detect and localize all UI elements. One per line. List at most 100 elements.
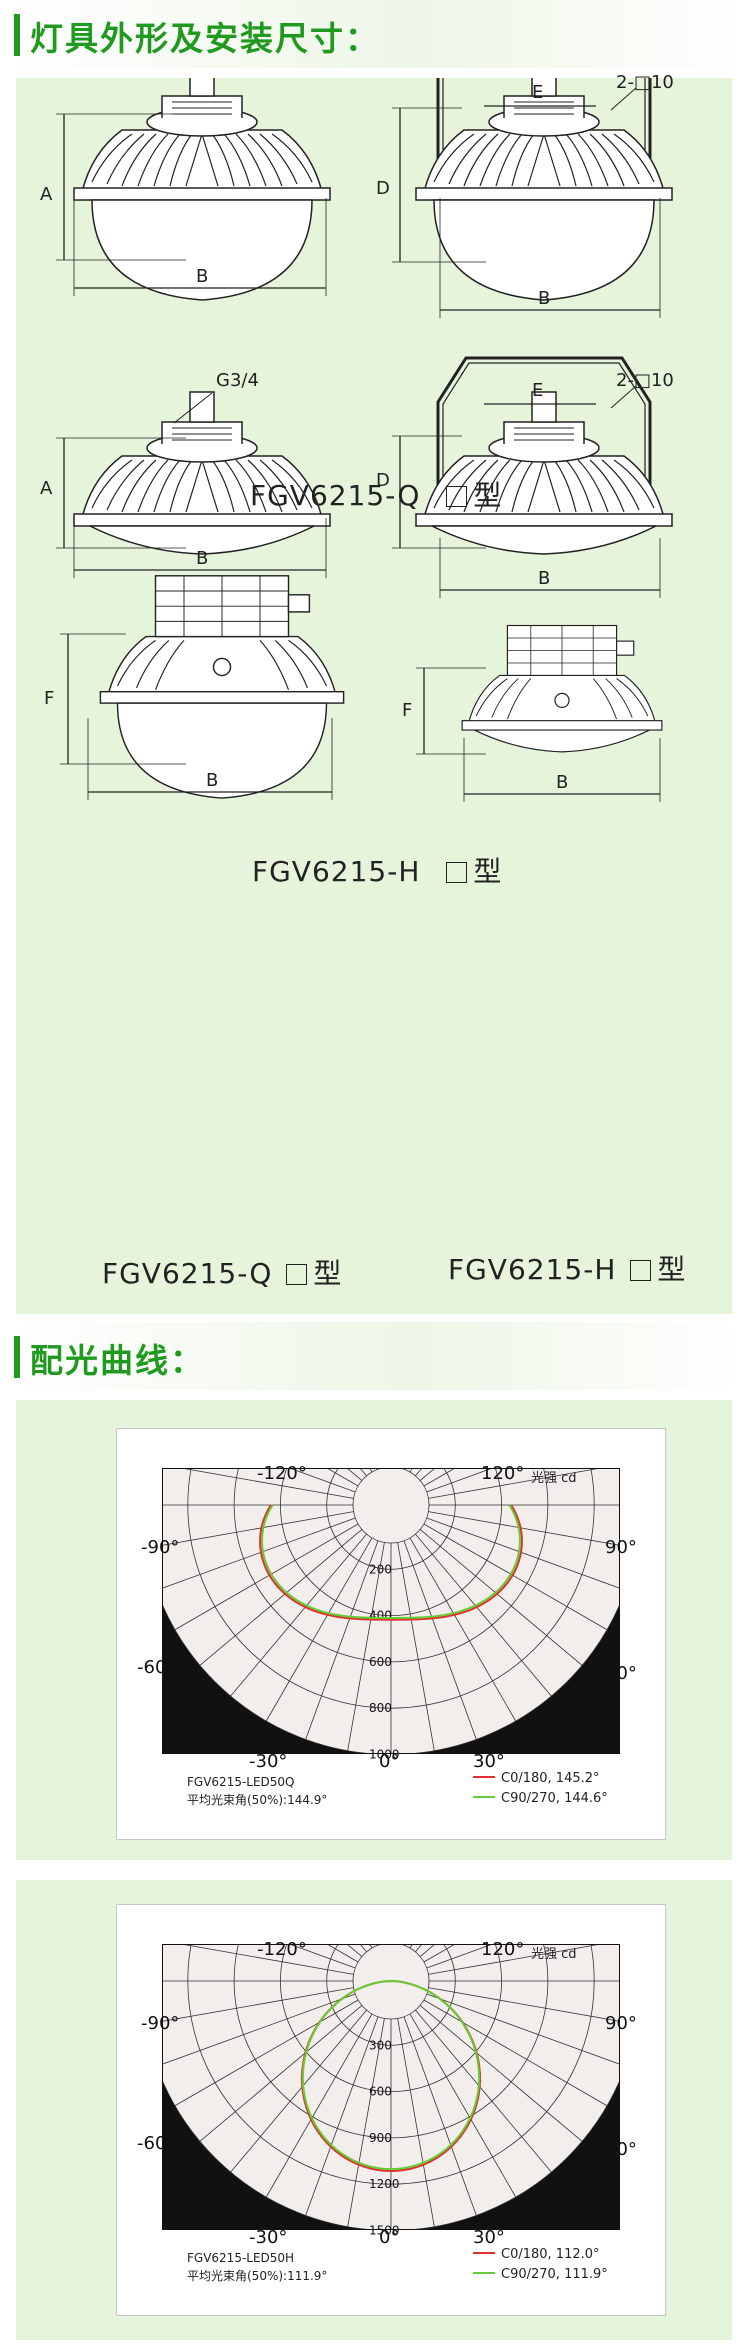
polar-spoke <box>415 1533 553 1697</box>
dim-label-d: D <box>376 470 390 491</box>
polar-spoke <box>163 1987 354 2022</box>
legend-c0: C0/180, 145.2° <box>473 1771 600 1786</box>
model-label: FGV6215-LED50Q <box>187 1775 295 1789</box>
beam-angle-label: 平均光束角(50%):144.9° <box>187 1793 328 1807</box>
polar-spoke <box>348 1429 385 1468</box>
polar-spoke <box>403 1945 405 1946</box>
checkbox-glyph <box>446 486 468 507</box>
polar-spoke <box>290 1945 356 1969</box>
dim-label-b: B <box>556 772 569 793</box>
polar-spoke <box>415 2009 553 2173</box>
ring-value-label: 200 <box>369 1562 392 1576</box>
ring-value-label: 300 <box>369 2038 392 2052</box>
legend-swatch <box>473 2252 495 2254</box>
dim-label-d: D <box>376 178 390 199</box>
polar-spoke <box>409 2013 517 2198</box>
angle-label: -120° <box>257 1463 307 1484</box>
section-title: 配光曲线： <box>30 1341 205 1380</box>
angle-label: -120° <box>257 1939 307 1960</box>
polar-spoke <box>163 1511 354 1546</box>
section-header-dimensions: 灯具外形及安装尺寸： <box>0 0 750 68</box>
polar-spoke <box>426 1945 492 1969</box>
ring-value-label: 1500 <box>369 2223 400 2237</box>
polar-spoke <box>290 1469 356 1493</box>
polar-spoke <box>377 1469 379 1470</box>
polar-spoke <box>348 1905 385 1944</box>
angle-label: 120° <box>481 1463 525 1484</box>
dim-label-b: B <box>538 568 551 589</box>
polar-spoke <box>199 1529 363 1667</box>
polar-spoke <box>428 1469 598 1499</box>
angle-label: 0° <box>379 2227 400 2248</box>
polar-spoke <box>428 1511 619 1546</box>
angle-label: 0° <box>379 1751 400 1772</box>
polar-spoke <box>174 1999 359 2107</box>
unit-label: 光强 cd <box>531 1471 577 1486</box>
polar-spoke <box>426 1517 619 1589</box>
section-header-light-distribution: 配光曲线： <box>0 1322 750 1390</box>
polar-spoke <box>426 1469 492 1493</box>
legend-swatch <box>473 1796 495 1798</box>
legend-swatch <box>473 1776 495 1778</box>
polar-spoke <box>229 2009 367 2173</box>
thread-label: G3/4 <box>216 370 259 391</box>
curve-c90 <box>261 1504 521 1619</box>
ring-value-label: 600 <box>369 2085 392 2099</box>
model-name: FGV6215-Q <box>102 1257 273 1290</box>
legend-swatch <box>473 2272 495 2274</box>
polar-spoke <box>428 1987 619 2022</box>
polar-spoke <box>398 1905 435 1944</box>
dim-label-b: B <box>196 266 209 287</box>
polar-spoke <box>419 1529 583 1667</box>
ring-value-label: 600 <box>369 1655 392 1669</box>
beam-angle-label: 平均光束角(50%):111.9° <box>187 2269 328 2283</box>
polar-spoke <box>347 1542 385 1752</box>
angle-label: -30° <box>249 2227 288 2248</box>
polar-spoke <box>163 1993 356 2065</box>
model-suffix: 型 <box>473 479 503 512</box>
checkbox-glyph <box>446 862 468 883</box>
polar-spoke <box>305 2016 379 2217</box>
model-suffix: 型 <box>473 855 503 888</box>
dimension-panel: A B D B E 2-□10 A B G3/4 D B E 2-□10 F B… <box>16 72 732 1314</box>
hole-label: 2-□10 <box>616 72 674 93</box>
checkbox-glyph <box>286 1264 308 1285</box>
dim-label-a: A <box>40 184 53 205</box>
unit-label: 光强 cd <box>531 1947 577 1962</box>
ring-value-label: 1200 <box>369 2177 400 2191</box>
polar-spoke <box>305 1540 379 1741</box>
polar-spoke <box>409 1537 517 1722</box>
dim-label-b: B <box>538 288 551 309</box>
polar-spoke <box>397 2018 435 2228</box>
angle-label: -30° <box>249 1751 288 1772</box>
polar-spoke <box>403 1469 405 1470</box>
polar-spoke <box>423 1523 608 1631</box>
ring-value-label: 800 <box>369 1701 392 1715</box>
polar-spoke <box>419 2005 583 2143</box>
model-suffix: 型 <box>657 1253 687 1286</box>
dim-label-b: B <box>196 548 209 569</box>
polar-spoke <box>377 1945 379 1946</box>
legend-text: C0/180, 112.0° <box>501 2247 600 2262</box>
model-name: FGV6215-H <box>252 855 421 888</box>
model-name: FGV6215-Q <box>250 479 421 512</box>
angle-label: 60° <box>605 1663 637 1684</box>
angle-label: -60° <box>137 2133 176 2154</box>
legend-text: C90/270, 111.9° <box>501 2267 608 2282</box>
polar-spoke <box>265 2013 373 2198</box>
dim-label-e: E <box>532 380 544 401</box>
angle-label: 120° <box>481 1939 525 1960</box>
model-caption-h: FGV6215-H 型 <box>252 850 502 890</box>
section-title: 灯具外形及安装尺寸： <box>30 19 380 58</box>
model-caption-q: FGV6215-Q 型 <box>250 474 502 514</box>
polar-spoke <box>199 2005 363 2143</box>
legend-c90: C90/270, 144.6° <box>473 1791 608 1806</box>
curve-c0 <box>259 1504 523 1621</box>
polar-spoke <box>184 1469 354 1499</box>
polar-spoke <box>174 1523 359 1631</box>
polar-spoke <box>397 1542 435 1752</box>
